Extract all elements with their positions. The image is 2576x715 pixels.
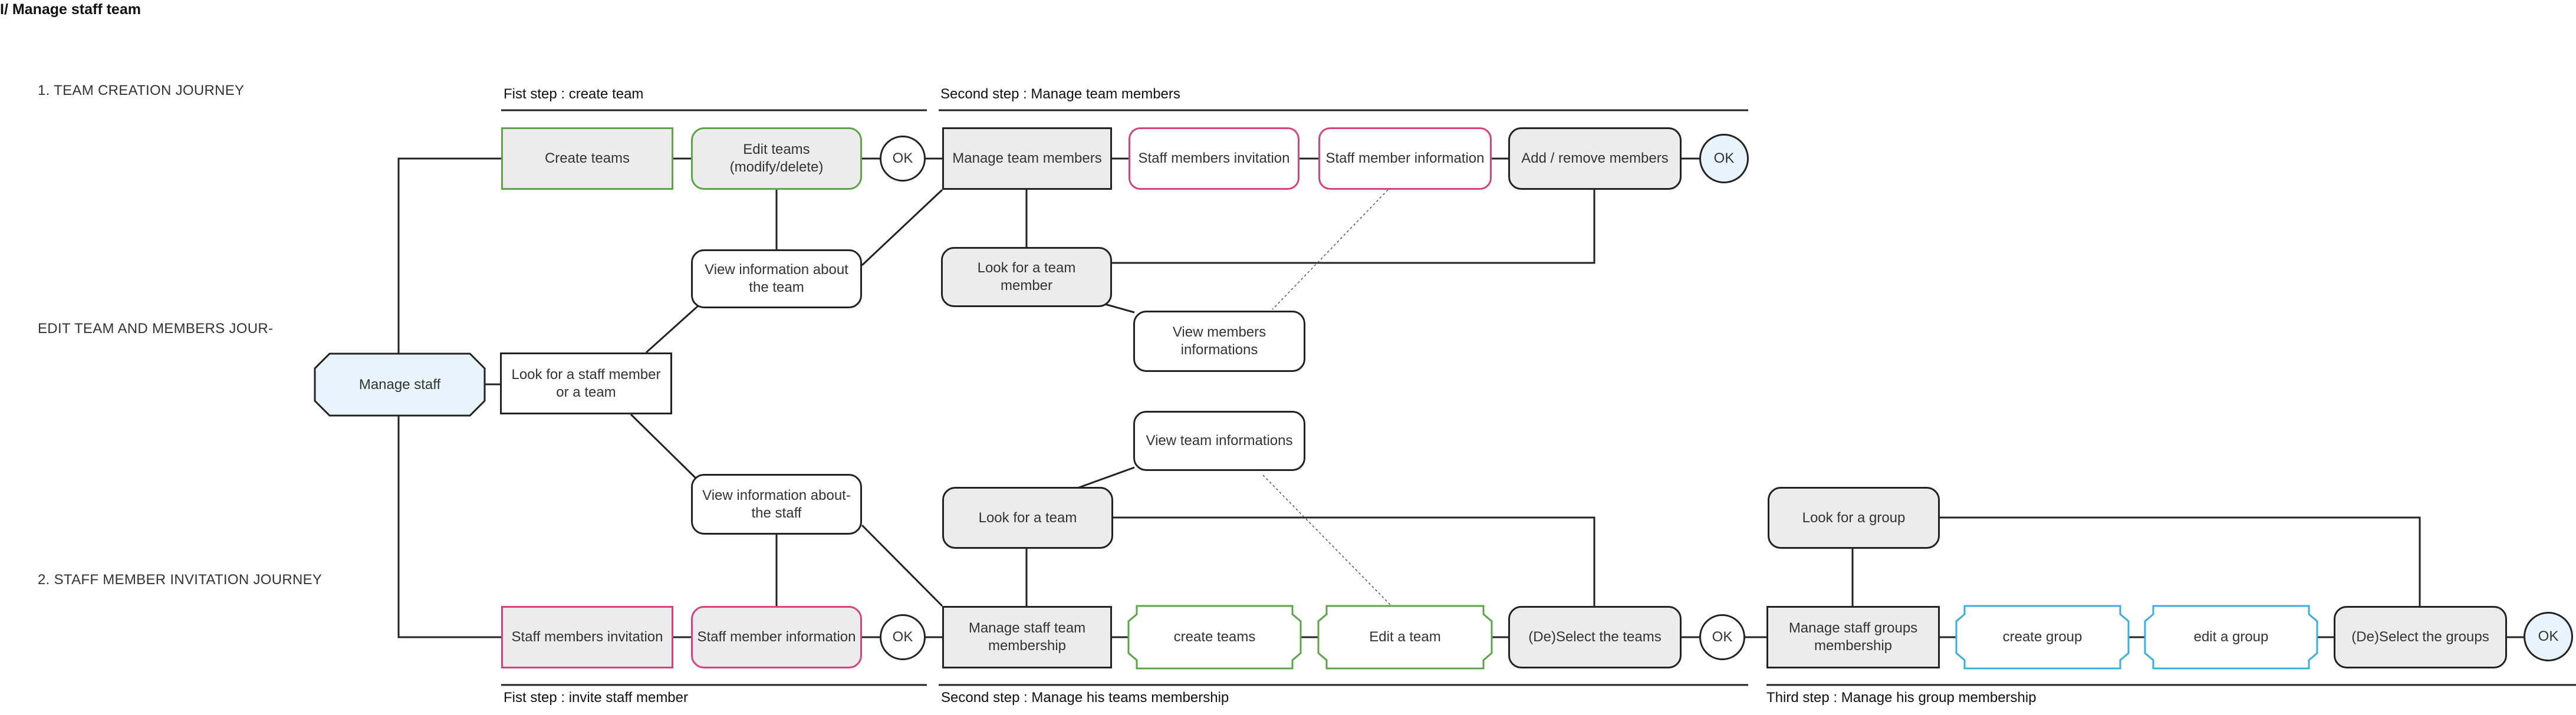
look-for-team-member-node[interactable]: Look for a team member [941, 247, 1112, 307]
look-for-team-label: Look for a team [978, 509, 1077, 526]
manage-team-members-label: Manage team members [952, 150, 1102, 166]
view-info-team-node[interactable]: View information about the team [691, 249, 862, 308]
manage-staff-node[interactable]: Manage staff [315, 354, 485, 416]
edit-teams-node[interactable]: Edit teams (modify/delete) [691, 127, 862, 190]
look-for-group-node[interactable]: Look for a group [1768, 487, 1940, 549]
deselect-teams-label: (De)Select the teams [1528, 629, 1662, 645]
step-label-third-group: Third step : Manage his group membership [1766, 690, 2037, 706]
create-teams-bottom-node[interactable]: create teams [1129, 606, 1301, 668]
connector-lookmember-to-addremove [1112, 190, 1595, 264]
look-for-team-member-label: Look for a team member [977, 260, 1076, 294]
add-remove-members-node[interactable]: Add / remove members [1508, 127, 1682, 190]
manage-staff-team-membership-label: Manage staff team membership [968, 620, 1086, 654]
manage-staff-label: Manage staff [358, 376, 441, 393]
step-label-second-teams: Second step : Manage his teams membershi… [941, 690, 1229, 706]
dotted-link-viewteaminfo-to-editteam [1262, 475, 1392, 607]
manage-staff-groups-membership-node[interactable]: Manage staff groups membership [1766, 606, 1940, 668]
manage-staff-shape [314, 352, 486, 417]
edit-a-group-label: edit a group [2193, 629, 2269, 645]
ok-circle-5[interactable]: OK [2524, 612, 2573, 661]
step-label-second-manage: Second step : Manage team members [940, 86, 1180, 102]
connector-lookfor-to-viewstaff [630, 413, 700, 482]
create-teams-bottom-label: create teams [1173, 629, 1256, 645]
staff-members-invitation-bottom-node[interactable]: Staff members invitation [501, 606, 673, 668]
journey-label-staff-invitation: 2. STAFF MEMBER INVITATION JOURNEY [38, 572, 323, 588]
ok-circle-4[interactable]: OK [1699, 614, 1745, 660]
page-title: I/ Manage staff team [0, 1, 141, 18]
view-info-staff-label: View information about- the staff [702, 487, 851, 521]
view-team-informations-label: View team informations [1146, 433, 1293, 449]
connector-lookteam-to-deselect [1112, 516, 1595, 606]
connector-trunk-bottom [397, 416, 501, 638]
create-group-label: create group [2002, 629, 2082, 645]
look-for-staff-or-team-node[interactable]: Look for a staff member or a team [500, 352, 672, 414]
deselect-groups-label: (De)Select the groups [2351, 629, 2489, 645]
edit-teams-label: Edit teams (modify/delete) [729, 141, 824, 175]
connector-viewteam-to-manageteam [861, 189, 943, 266]
create-teams-node[interactable]: Create teams [501, 127, 673, 190]
add-remove-members-label: Add / remove members [1521, 150, 1669, 166]
staff-member-information-top-node[interactable]: Staff member information [1318, 127, 1492, 190]
edit-a-team-label: Edit a team [1369, 629, 1441, 645]
staff-members-invitation-top-node[interactable]: Staff members invitation [1129, 127, 1299, 190]
connector-lookmember-to-viewmembers [1104, 303, 1135, 314]
edit-a-group-node[interactable]: edit a group [2145, 606, 2317, 668]
look-for-group-label: Look for a group [1802, 509, 1906, 526]
deselect-teams-node[interactable]: (De)Select the teams [1508, 606, 1682, 668]
manage-staff-groups-membership-label: Manage staff groups membership [1788, 620, 1918, 654]
look-for-staff-or-team-label: Look for a staff member or a team [511, 366, 661, 400]
ok-circle-2[interactable]: OK [1699, 134, 1749, 183]
connector-lookteam-to-viewteaminfo [1078, 466, 1135, 489]
staff-member-information-bottom-label: Staff member information [697, 629, 856, 645]
connector-lookfor-to-viewteam [645, 304, 700, 354]
manage-team-members-node[interactable]: Manage team members [942, 127, 1112, 190]
ok-label-3: OK [892, 629, 913, 645]
create-teams-shape [1127, 605, 1302, 670]
edit-a-group-shape [2144, 605, 2318, 670]
staff-members-invitation-bottom-label: Staff members invitation [511, 629, 663, 645]
journey-label-edit-team: EDIT TEAM AND MEMBERS JOUR- [38, 321, 274, 337]
view-info-staff-node[interactable]: View information about- the staff [691, 474, 862, 535]
connector-trunk-top [397, 157, 501, 354]
journey-label-team-creation: 1. TEAM CREATION JOURNEY [38, 83, 245, 98]
step-label-first-create: Fist step : create team [504, 86, 644, 102]
step-label-first-invite: Fist step : invite staff member [504, 690, 688, 706]
ok-label-1: OK [892, 150, 913, 166]
staff-member-information-bottom-node[interactable]: Staff member information [691, 606, 862, 668]
create-group-node[interactable]: create group [1956, 606, 2128, 668]
ok-circle-3[interactable]: OK [880, 614, 926, 660]
view-members-informations-node[interactable]: View members informations [1133, 311, 1305, 372]
ok-label-4: OK [1712, 629, 1733, 645]
connector-lookgroup-to-deselectgroups [1940, 516, 2421, 606]
dotted-link-info-to-viewmembers [1272, 189, 1389, 310]
staff-members-invitation-top-label: Staff members invitation [1138, 150, 1290, 166]
create-teams-label: Create teams [544, 150, 630, 166]
ok-circle-1[interactable]: OK [880, 136, 926, 182]
ok-label-5: OK [2538, 628, 2559, 644]
view-team-informations-node[interactable]: View team informations [1133, 411, 1305, 471]
look-for-team-node[interactable]: Look for a team [942, 487, 1113, 549]
edit-a-team-shape [1317, 605, 1493, 670]
view-info-team-label: View information about the team [705, 262, 848, 295]
manage-staff-team-membership-node[interactable]: Manage staff team membership [942, 606, 1112, 668]
edit-a-team-node[interactable]: Edit a team [1318, 606, 1492, 668]
ok-label-2: OK [1713, 150, 1735, 166]
connector-viewstaff-to-managemembership [861, 524, 943, 607]
create-group-shape [1955, 605, 2130, 670]
deselect-groups-node[interactable]: (De)Select the groups [2334, 606, 2507, 668]
staff-member-information-top-label: Staff member information [1325, 150, 1485, 166]
view-members-informations-label: View members informations [1172, 324, 1266, 358]
